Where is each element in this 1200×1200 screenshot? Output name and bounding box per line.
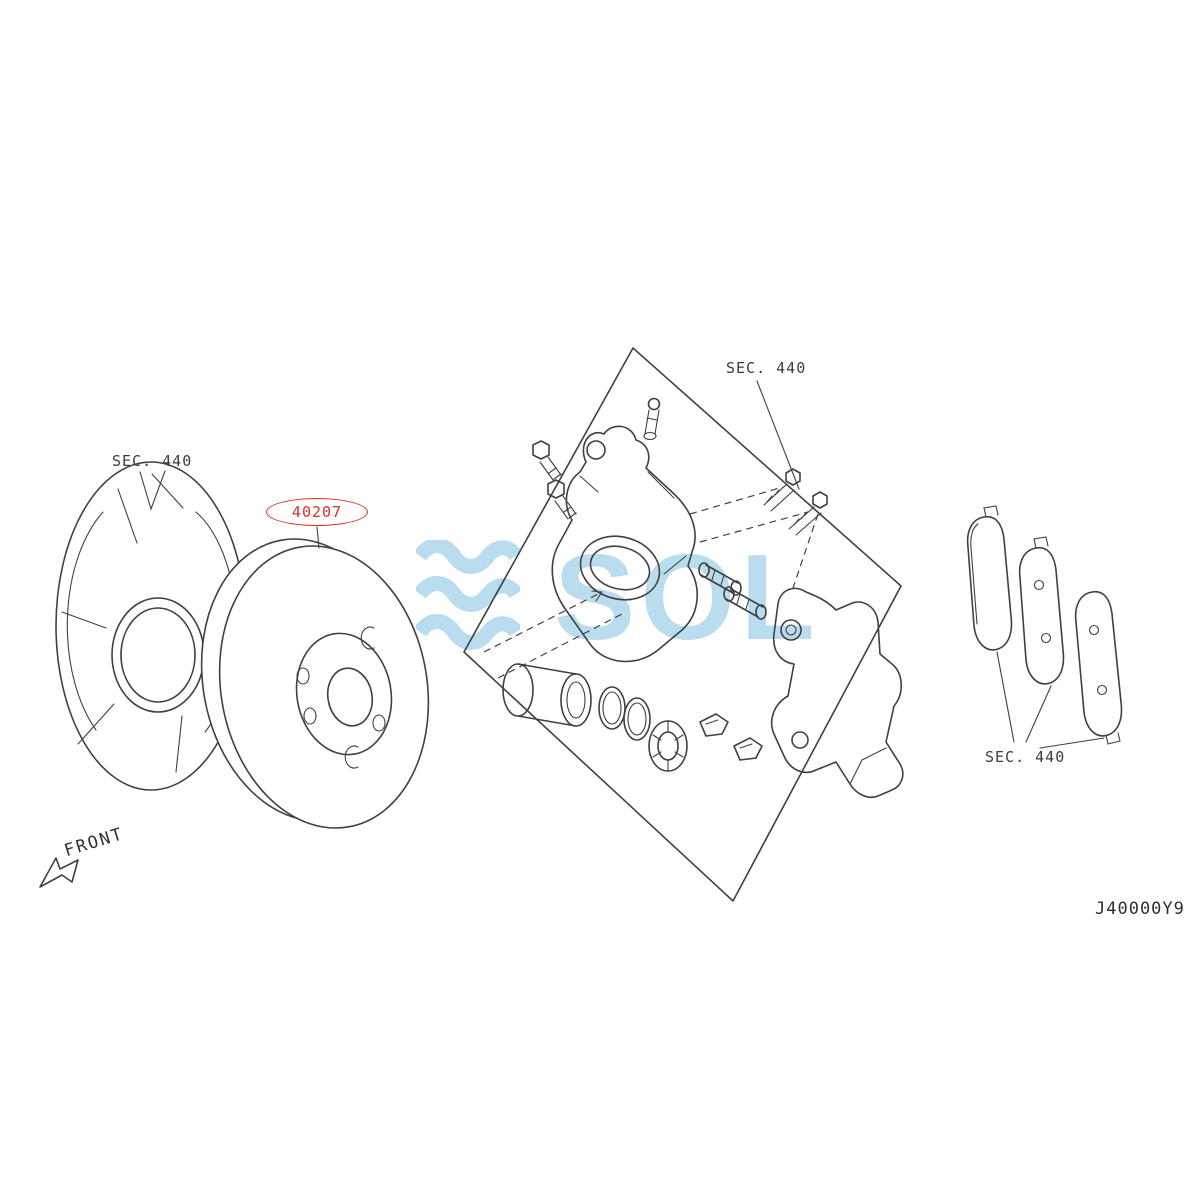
drawing-code: J40000Y9: [1095, 899, 1185, 919]
brake-rotor: [200, 538, 430, 829]
part-number-text: 40207: [291, 503, 343, 521]
torque-member-bracket: [770, 587, 904, 799]
brake-pads: [966, 505, 1123, 745]
sec440-label-caliper: SEC. 440: [726, 359, 807, 377]
assembly-dashed-lines: [483, 486, 819, 679]
caliper-piston: [502, 663, 592, 727]
brake-caliper: [551, 425, 698, 663]
caliper-mount-bolts-icon: [532, 440, 577, 520]
assembly-frame: [463, 347, 902, 902]
sec440-label-shield: SEC. 440: [112, 452, 193, 470]
front-arrow-icon: [39, 857, 79, 888]
guide-pin-bolts-icon: [763, 468, 828, 536]
slide-pins-icon: [698, 562, 767, 620]
watermark: SOL: [416, 536, 820, 658]
piston-dust-boot-icon: [648, 720, 688, 772]
part-number-callout[interactable]: 40207: [266, 498, 368, 526]
watermark-text: SOL: [554, 529, 820, 665]
pad-retainer-clips-icon: [699, 713, 763, 761]
leader-lines: [151, 380, 1105, 749]
sec440-label-pads: SEC. 440: [985, 748, 1066, 766]
sol-logo-icon: [416, 540, 520, 650]
bleeder-valve-icon: [643, 397, 661, 441]
piston-seals-icon: [598, 686, 651, 741]
